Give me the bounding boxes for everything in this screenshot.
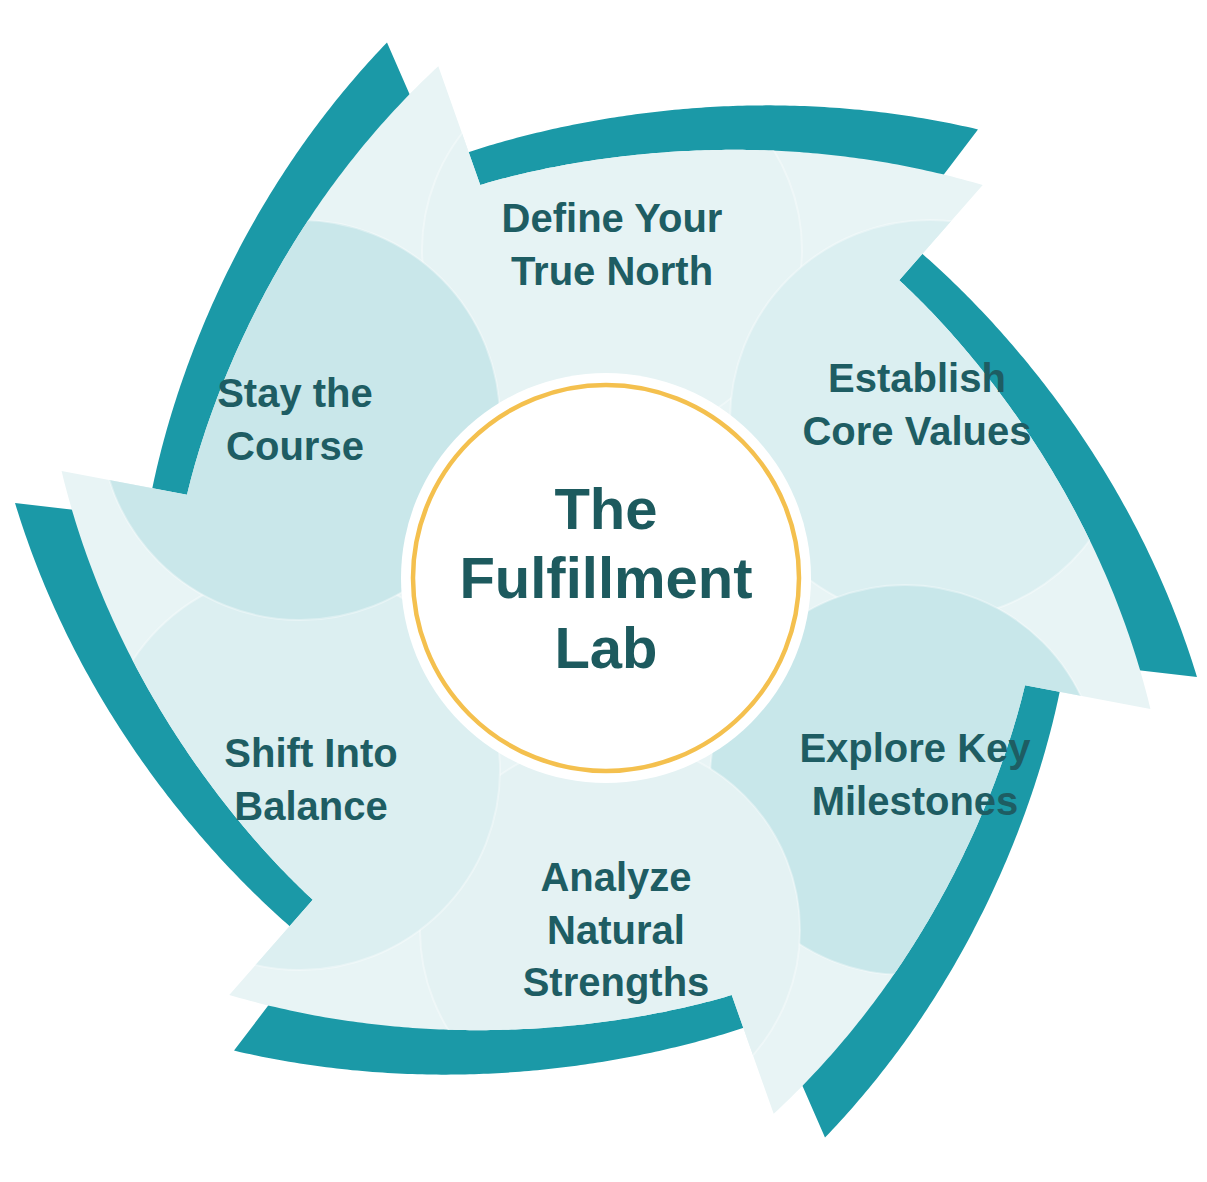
step-segment: Explore Key Milestones [778,722,1053,828]
step-segment: Shift Into Balance [194,727,429,833]
step-segment: Analyze Natural Strengths [504,851,729,1009]
step-label: Explore Key Milestones [778,722,1053,828]
step-label: Analyze Natural Strengths [504,851,729,1009]
step-label: Shift Into Balance [194,727,429,833]
step-segment: Define Your True North [467,192,757,298]
step-label: Establish Core Values [790,352,1045,458]
step-segment: Establish Core Values [790,352,1045,458]
step-segment: Stay the Course [193,367,398,473]
center-circle: The Fulfillment Lab [401,373,811,783]
pinwheel-outline [15,42,1197,1137]
step-label: Stay the Course [193,367,398,473]
center-title: The Fulfillment Lab [401,474,811,683]
step-label: Define Your True North [467,192,757,298]
